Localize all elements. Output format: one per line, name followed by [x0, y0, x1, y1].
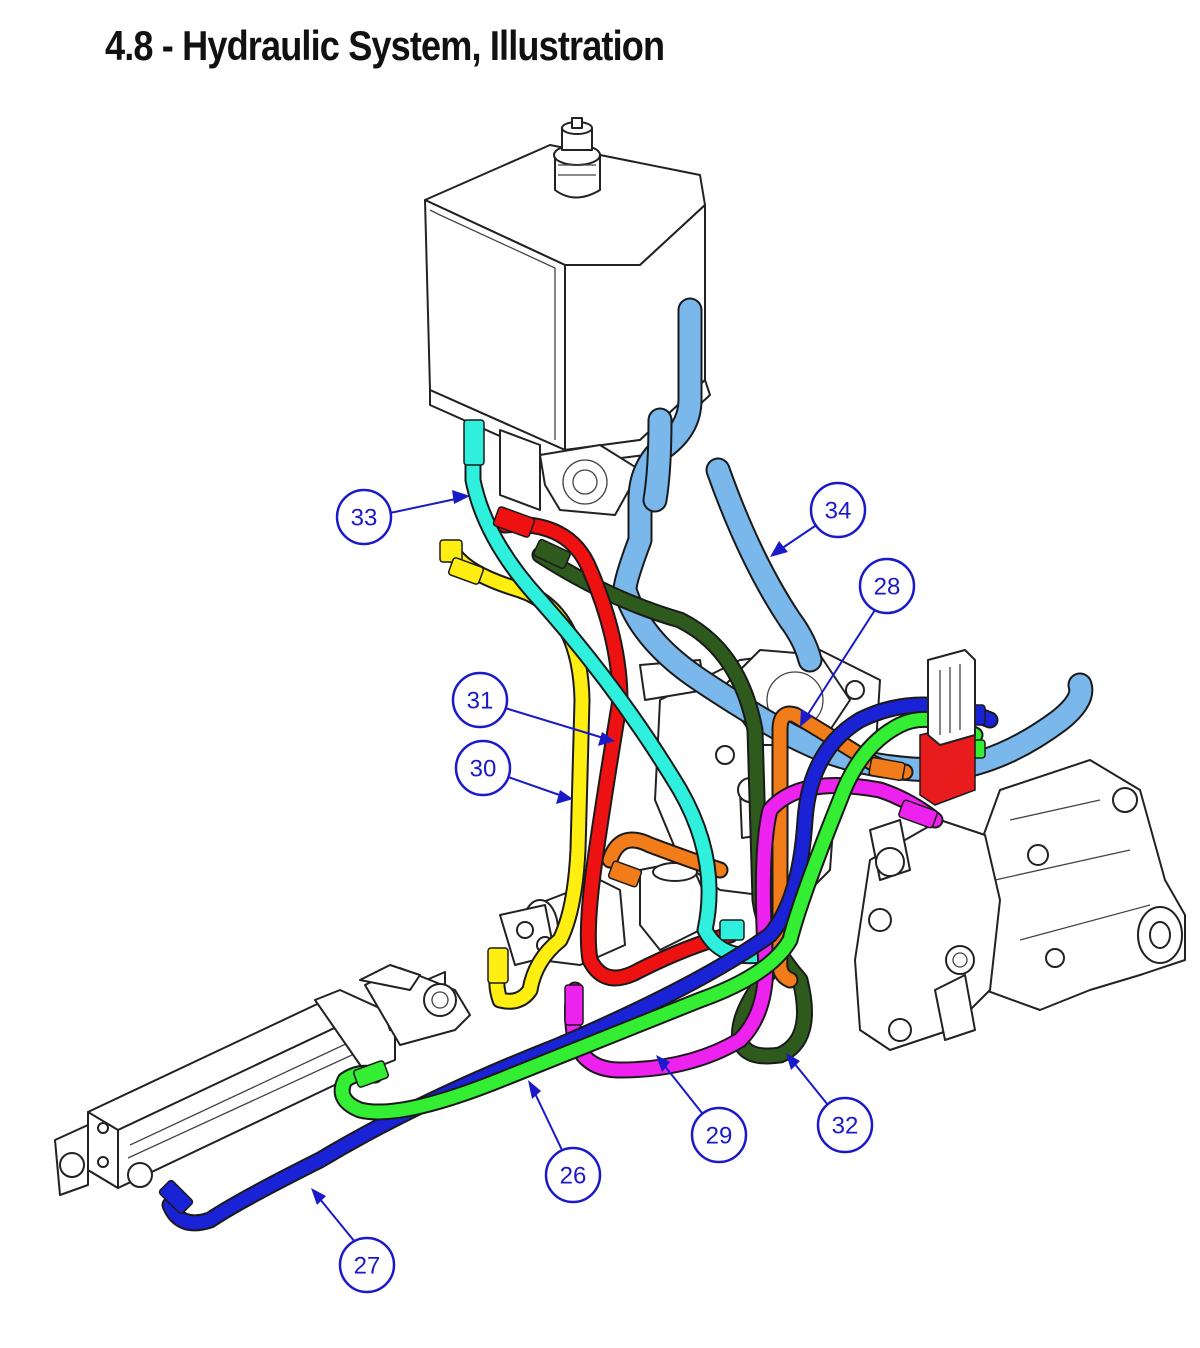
callout-29-label: 29 — [706, 1123, 733, 1150]
hose-34-line-a — [614, 299, 1092, 781]
callout-33-label: 33 — [351, 505, 378, 532]
callout-33: 33 — [335, 488, 470, 546]
page-title: 4.8 - Hydraulic System, Illustration — [105, 22, 665, 69]
callout-27: 27 — [311, 1188, 396, 1294]
callout-28: 28 — [800, 557, 916, 727]
callout-32: 32 — [786, 1053, 874, 1154]
valve-block — [919, 649, 976, 806]
callout-34: 34 — [770, 481, 867, 557]
callout-32-label: 32 — [832, 1113, 859, 1140]
hose-27 — [161, 696, 999, 1232]
callout-30-label: 30 — [470, 756, 497, 783]
lift-cylinder — [54, 964, 471, 1196]
hose-34 — [612, 297, 1094, 783]
hose-31 — [496, 516, 739, 987]
callout-26-label: 26 — [560, 1163, 587, 1190]
hose-34-line-c — [644, 409, 671, 511]
callout-31-label: 31 — [467, 688, 494, 715]
callout-29: 29 — [656, 1055, 748, 1164]
callout-31: 31 — [451, 671, 615, 746]
callout-26: 26 — [528, 1080, 602, 1204]
callout-27-label: 27 — [354, 1253, 381, 1280]
callout-30: 30 — [454, 739, 573, 804]
callout-34-label: 34 — [825, 498, 852, 525]
hose-34-line-b — [707, 459, 821, 671]
hose-33 — [464, 431, 769, 965]
hose-26 — [333, 710, 984, 1121]
callout-28-label: 28 — [874, 574, 901, 601]
hydraulic-tank — [424, 117, 711, 516]
